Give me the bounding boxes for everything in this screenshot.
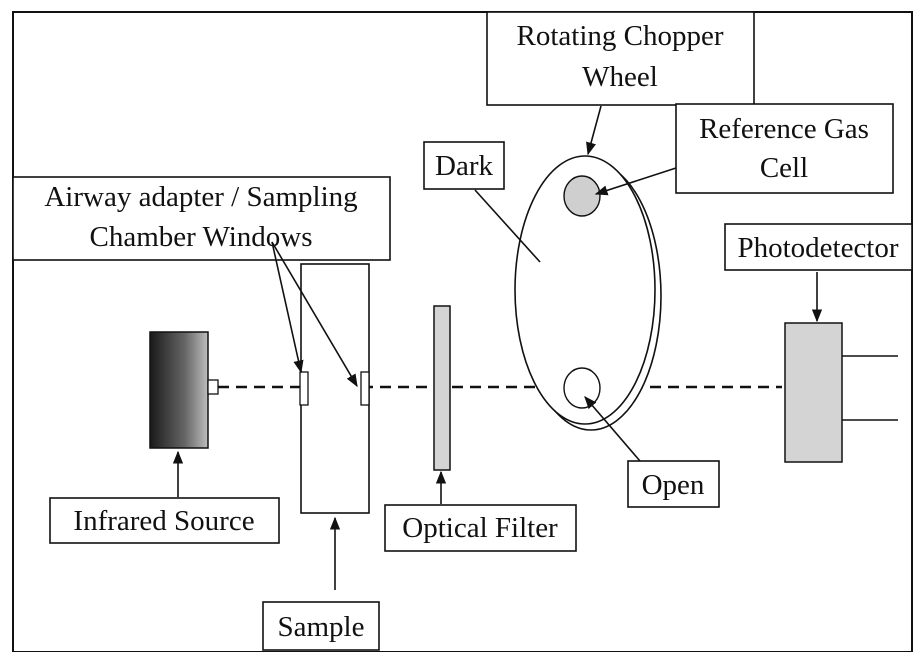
- label-open: Open: [627, 460, 720, 508]
- pointer-dark: [474, 189, 541, 263]
- chamber-window-right: [360, 371, 370, 406]
- reference-gas-cell-disc: [563, 175, 601, 217]
- svg-text:Chamber Windows: Chamber Windows: [89, 221, 312, 253]
- label-sample: Sample: [262, 601, 380, 651]
- open-aperture: [563, 367, 601, 409]
- label-photodetector: Photodetector: [724, 223, 913, 271]
- arrow-window-left: [271, 241, 304, 374]
- svg-text:Wheel: Wheel: [582, 61, 658, 93]
- label-dark: Dark: [423, 141, 505, 190]
- photodetector: [784, 322, 898, 463]
- label-optical-filter: Optical Filter: [384, 504, 577, 552]
- label-airway-adapter: Airway adapter / Sampling Chamber Window…: [12, 176, 391, 261]
- svg-text:Dark: Dark: [435, 150, 493, 182]
- arrow-chopper-wheel: [586, 105, 602, 156]
- svg-text:Infrared Source: Infrared Source: [73, 505, 254, 537]
- arrow-window-right: [271, 241, 358, 388]
- svg-text:Photodetector: Photodetector: [737, 232, 898, 264]
- label-infrared-source: Infrared Source: [49, 497, 280, 544]
- svg-text:Open: Open: [642, 469, 705, 501]
- infrared-source: [149, 331, 219, 449]
- diagram-frame: [12, 11, 913, 652]
- svg-text:Optical Filter: Optical Filter: [402, 512, 558, 544]
- svg-text:Sample: Sample: [278, 611, 365, 643]
- svg-text:Airway adapter / Sampling: Airway adapter / Sampling: [44, 181, 357, 213]
- label-rotating-chopper-wheel: Rotating Chopper Wheel: [486, 11, 755, 106]
- optical-filter: [433, 305, 451, 471]
- svg-text:Cell: Cell: [760, 152, 808, 184]
- chopper-wheel: [514, 155, 662, 431]
- svg-text:Reference Gas: Reference Gas: [699, 113, 869, 145]
- label-reference-gas-cell: Reference Gas Cell: [675, 103, 894, 194]
- svg-text:Rotating Chopper: Rotating Chopper: [516, 20, 723, 52]
- chamber-window-left: [299, 371, 309, 406]
- arrow-open: [584, 396, 641, 462]
- sample-chamber: [299, 263, 370, 514]
- arrow-reference-gas-cell: [594, 167, 677, 196]
